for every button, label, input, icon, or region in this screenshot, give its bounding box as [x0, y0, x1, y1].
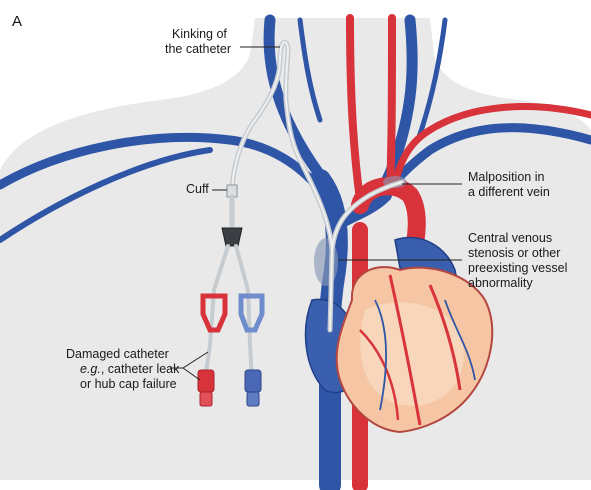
label-stenosis-line2: stenosis or other: [468, 246, 560, 260]
label-malposition-line1: Malposition in: [468, 170, 544, 184]
label-kinking-line2: the catheter: [165, 42, 231, 56]
label-stenosis-line1: Central venous: [468, 231, 552, 245]
left-carotid-artery: [346, 14, 364, 204]
catheter-limb-blue: [234, 244, 254, 382]
external-jugular-vein: [297, 17, 323, 123]
label-damaged-line3: or hub cap failure: [80, 377, 177, 391]
label-damaged-line2-rest: , catheter leak: [101, 362, 180, 376]
label-damaged-line2: e.g., catheter leak: [80, 362, 180, 376]
clamp-blue: [238, 293, 265, 333]
label-damaged-line1: Damaged catheter: [66, 347, 169, 361]
hub-cap-red: [197, 369, 215, 407]
catheter-hub: [221, 227, 243, 247]
label-damaged-eg: e.g.: [80, 362, 101, 376]
left-subclavian-vein: [0, 132, 325, 195]
label-stenosis-line4: abnormality: [468, 276, 533, 290]
right-subclavian-artery: [391, 103, 591, 189]
catheter-tube-highlight: [231, 41, 403, 331]
label-kinking-line1: Kinking of: [172, 27, 227, 41]
catheter-limb-red: [203, 244, 230, 382]
left-jugular-vein: [263, 14, 326, 181]
label-cuff: Cuff: [186, 182, 209, 196]
left-arm-vein-lower: [0, 147, 213, 243]
right-carotid-artery: [386, 14, 396, 194]
coronary-vein-2: [444, 299, 476, 381]
coronary-artery-1: [388, 274, 422, 426]
heart-muscle-highlight: [360, 302, 464, 406]
label-malposition-line2: a different vein: [468, 185, 550, 199]
catheter: [203, 39, 405, 382]
panel-letter: A: [12, 13, 22, 30]
coronary-artery-2: [428, 284, 462, 391]
heart: [335, 266, 494, 434]
label-stenosis-line3: preexisting vessel: [468, 261, 567, 275]
hub-cap-blue: [244, 369, 262, 407]
coronary-vein-1: [374, 299, 388, 411]
right-external-jugular: [415, 17, 448, 143]
clamp-red: [200, 293, 228, 333]
leader-damaged: [170, 351, 209, 381]
